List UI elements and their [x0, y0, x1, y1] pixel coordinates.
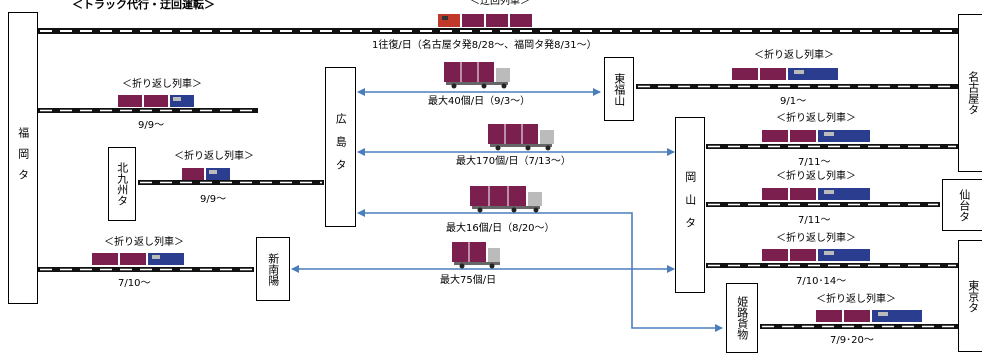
rail-lines — [38, 28, 958, 329]
turnback-train-date: 7/10～ — [118, 278, 151, 289]
turnback-train-label: ＜折り返し列車＞ — [816, 294, 896, 305]
truck-route-label: 最大75個/日 — [440, 275, 497, 286]
detour-train-note: 1往復/日（名古屋タ発8/28～、福岡タ発8/31～） — [372, 40, 597, 51]
rail-okayama-sendai-turnback — [706, 202, 940, 207]
truck-icon — [444, 62, 510, 89]
truck-arrows — [291, 88, 723, 332]
station-okayama: 岡山タ — [675, 117, 705, 293]
station-higashifukuyama: 東福山 — [604, 57, 634, 121]
station-label: 姫路貨物 — [735, 296, 749, 340]
detour-train-icon — [438, 14, 532, 27]
station-kitakyushu: 北九州タ — [108, 147, 136, 221]
turnback-train-date: 7/11～ — [798, 215, 831, 226]
station-shinnanyo: 新南陽 — [256, 237, 290, 301]
truck-icon — [470, 186, 542, 213]
station-himeji: 姫路貨物 — [726, 283, 758, 353]
trains — [92, 14, 922, 322]
turnback-train-icon — [762, 188, 870, 200]
turnback-train-date: 9/9～ — [138, 120, 165, 131]
truck-route-label: 最大16個/日（8/20～） — [446, 223, 555, 234]
turnback-train-date: 9/9～ — [200, 194, 227, 205]
station-label: 名古屋タ — [966, 71, 980, 115]
turnback-train-icon — [118, 95, 194, 107]
turnback-train-icon — [92, 253, 184, 265]
turnback-train-icon — [816, 310, 922, 322]
turnback-train-label: ＜折り返し列車＞ — [754, 50, 834, 61]
station-label: 新南陽 — [266, 252, 280, 286]
turnback-train-date: 7/10･14～ — [796, 276, 847, 287]
station-fukuoka: 福岡タ — [8, 12, 38, 304]
turnback-train-label: ＜折り返し列車＞ — [776, 171, 856, 182]
diagram-title: ＜トラック代行・迂回運転＞ — [72, 0, 215, 11]
station-label: 東福山 — [612, 72, 626, 106]
truck-route-label: 最大40個/日（9/3～） — [428, 96, 531, 107]
turnback-train-label: ＜折り返し列車＞ — [122, 79, 202, 90]
detour-train-label: ＜迂回列車＞ — [470, 0, 530, 7]
turnback-train-icon — [732, 68, 838, 80]
turnback-train-date: 7/9･20～ — [830, 335, 874, 346]
truck-icon — [452, 242, 500, 269]
rail-higashifukuyama-turnback — [636, 84, 958, 89]
truck-route-label: 最大170個/日（7/13～） — [456, 156, 571, 167]
station-sendai: 仙台タ — [942, 179, 982, 231]
turnback-train-icon — [182, 168, 230, 180]
station-hiroshima: 広島タ — [325, 67, 356, 227]
station-label: 東京タ — [966, 279, 980, 313]
turnback-train-icon — [762, 249, 870, 261]
turnback-train-date: 9/1～ — [780, 96, 807, 107]
rail-detour-main — [38, 28, 958, 34]
station-nagoya: 名古屋タ — [958, 14, 982, 172]
turnback-train-icon — [762, 130, 870, 142]
station-label: 仙台タ — [957, 188, 971, 222]
station-label: 福岡タ — [16, 126, 30, 190]
station-label: 北九州タ — [115, 162, 129, 206]
station-label: 岡山タ — [683, 170, 697, 240]
trucks — [444, 62, 554, 269]
station-tokyo: 東京タ — [958, 240, 982, 352]
turnback-train-date: 7/11～ — [798, 157, 831, 168]
turnback-train-label: ＜折り返し列車＞ — [776, 233, 856, 244]
turnback-train-label: ＜折り返し列車＞ — [174, 151, 254, 162]
turnback-train-label: ＜折り返し列車＞ — [776, 113, 856, 124]
truck-icon — [488, 124, 554, 151]
turnback-train-label: ＜折り返し列車＞ — [104, 237, 184, 248]
rail-himeji-turnback — [760, 324, 958, 329]
station-label: 広島タ — [334, 112, 348, 182]
